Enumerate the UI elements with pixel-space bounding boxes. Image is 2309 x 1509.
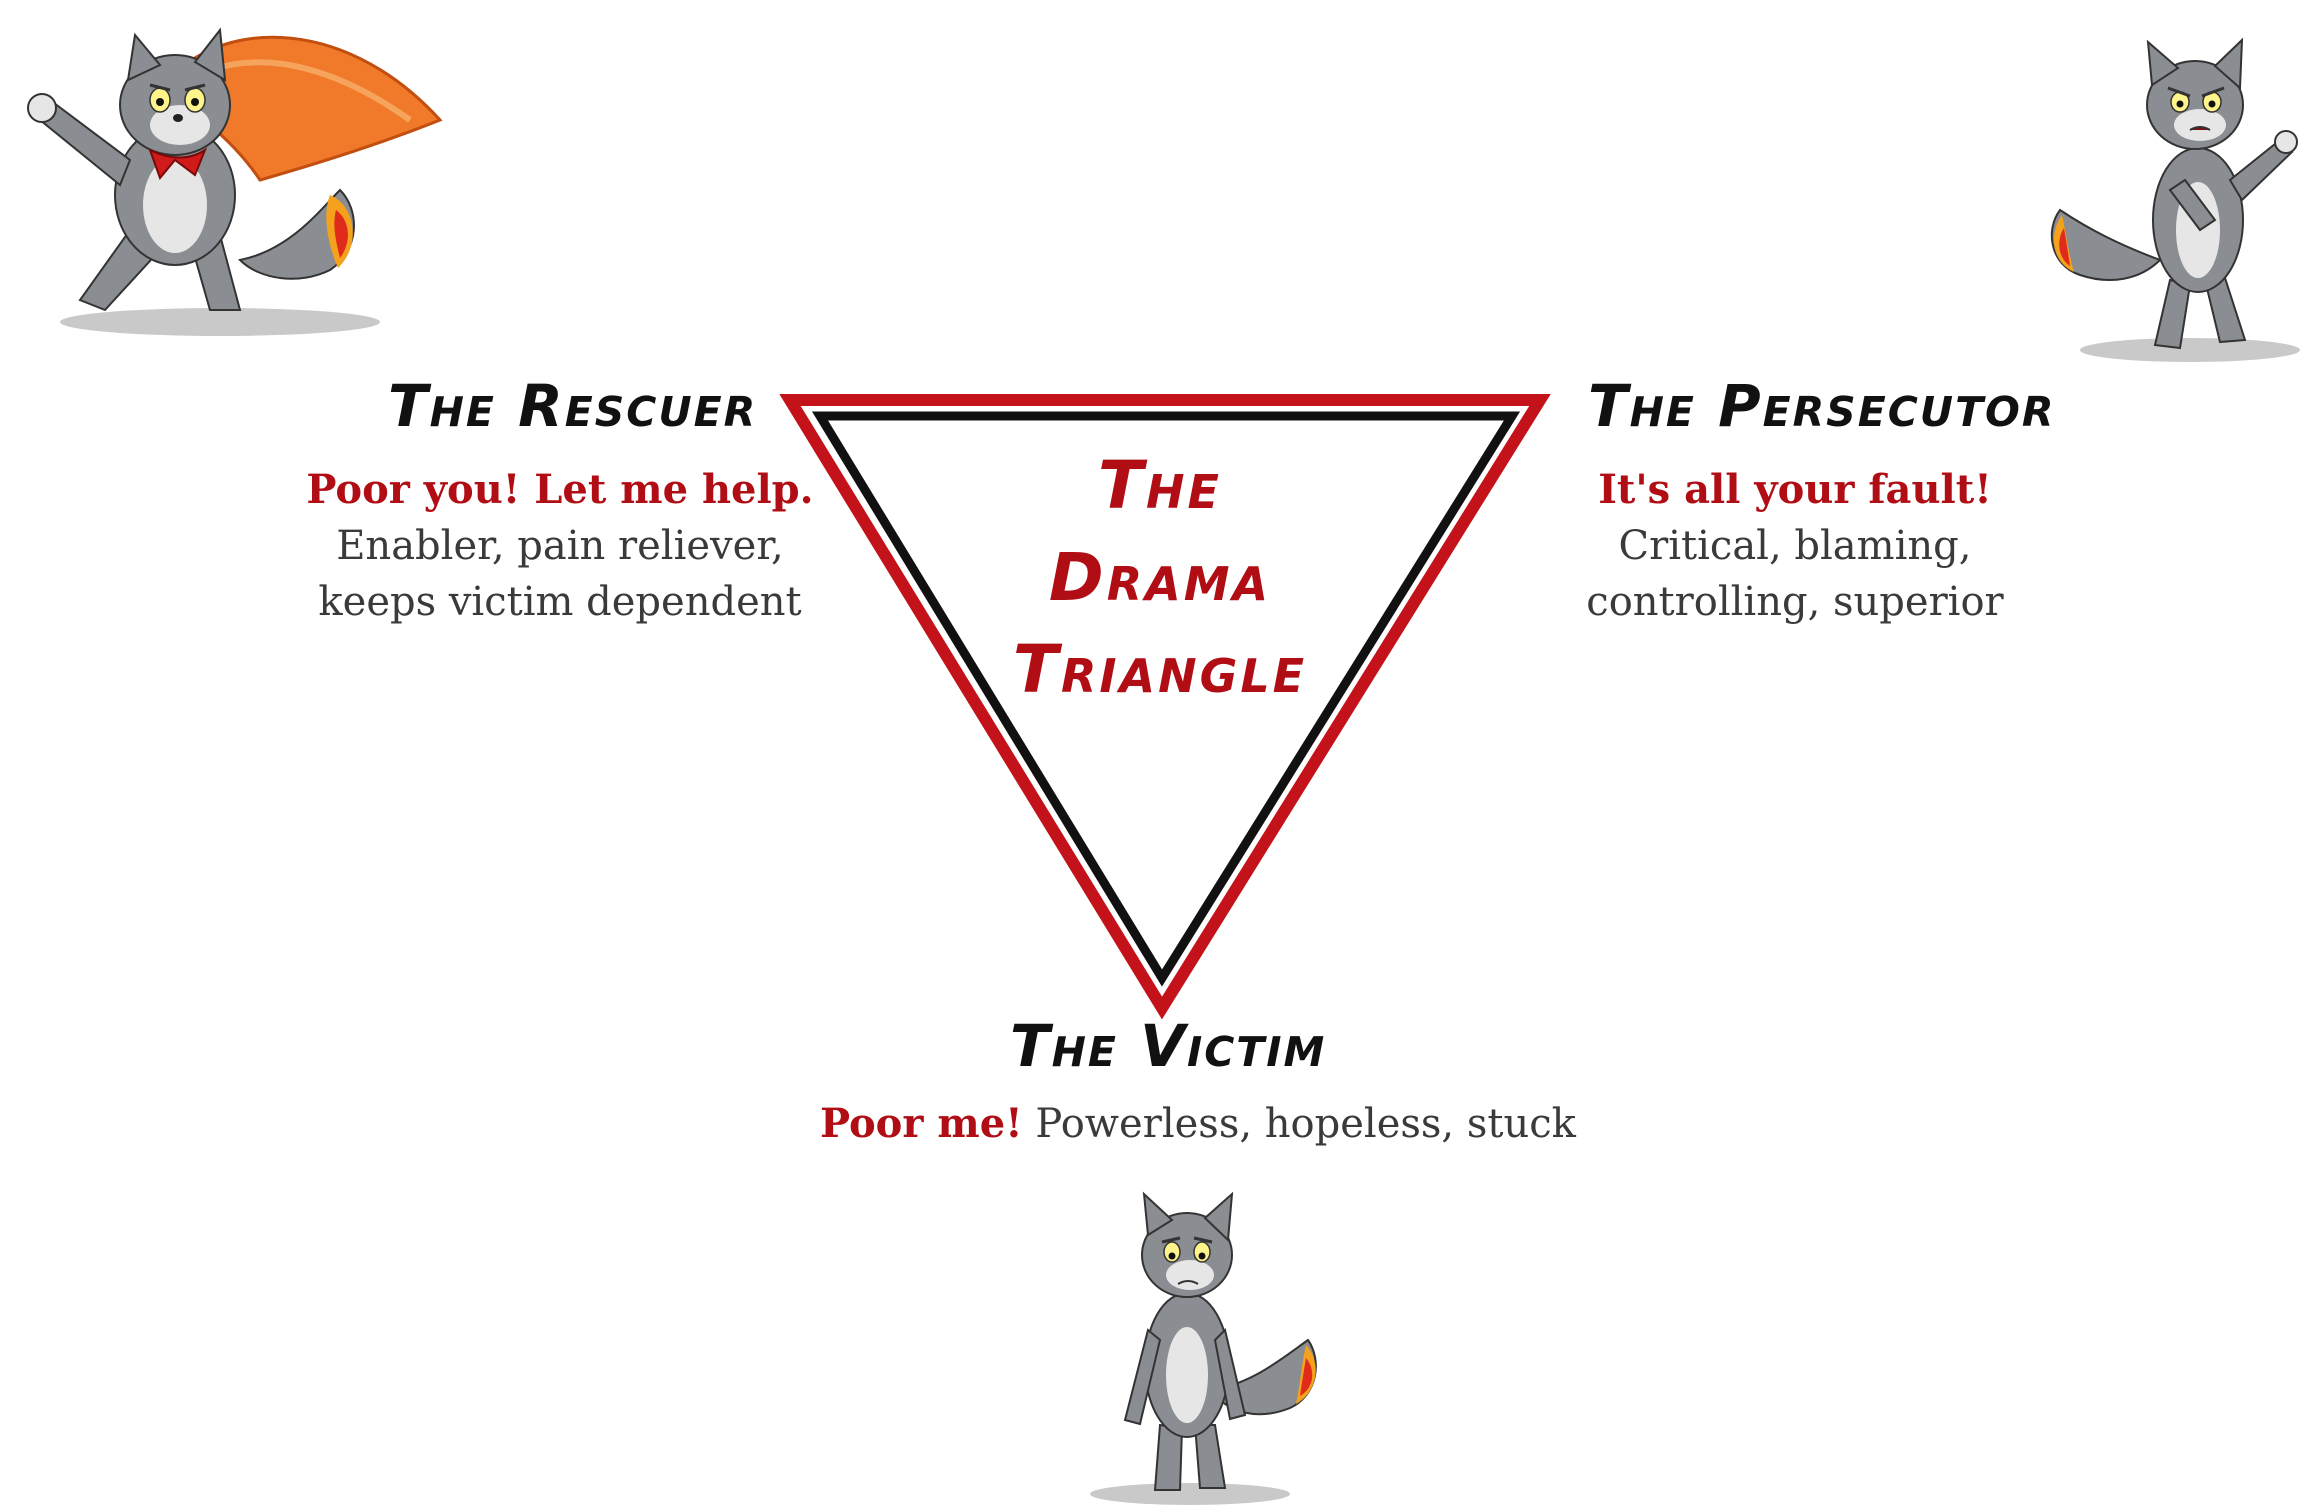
victim-cat-icon — [1090, 1191, 1317, 1505]
triangle-outer-red — [779, 394, 1551, 1020]
persecutor-cat-icon — [2050, 37, 2300, 362]
persecutor-desc-line-2: controlling, superior — [1586, 579, 2004, 625]
persecutor-desc-line-1: Critical, blaming, — [1618, 523, 1972, 569]
rescuer-slogan: Poor you! Let me help. — [306, 466, 814, 513]
rescuer-desc-line-2: keeps victim dependent — [318, 579, 802, 625]
triangle-title-line-1: The — [1098, 447, 1222, 524]
persecutor-title: The Persecutor — [1588, 372, 2056, 440]
triangle-inner-black — [811, 411, 1521, 987]
persecutor-text: It's all your fault! Critical, blaming, … — [1505, 462, 2085, 630]
drama-triangle-shape — [779, 394, 1551, 1020]
triangle-title-line-2: Drama — [1048, 539, 1272, 616]
triangle-title: The Drama Triangle — [930, 440, 1390, 716]
rescuer-text: Poor you! Let me help. Enabler, pain rel… — [255, 462, 865, 630]
rescuer-desc-line-1: Enabler, pain reliever, — [336, 523, 784, 569]
persecutor-slogan: It's all your fault! — [1598, 466, 1992, 513]
triangle-title-line-3: Triangle — [1012, 631, 1308, 708]
rescuer-title: The Rescuer — [388, 372, 758, 440]
victim-slogan: Poor me! — [820, 1100, 1023, 1147]
victim-desc: Powerless, hopeless, stuck — [1022, 1101, 1576, 1147]
victim-text: Poor me! Powerless, hopeless, stuck — [820, 1100, 1576, 1147]
victim-title: The Victim — [1010, 1012, 1327, 1080]
rescuer-cat-icon — [27, 27, 443, 336]
